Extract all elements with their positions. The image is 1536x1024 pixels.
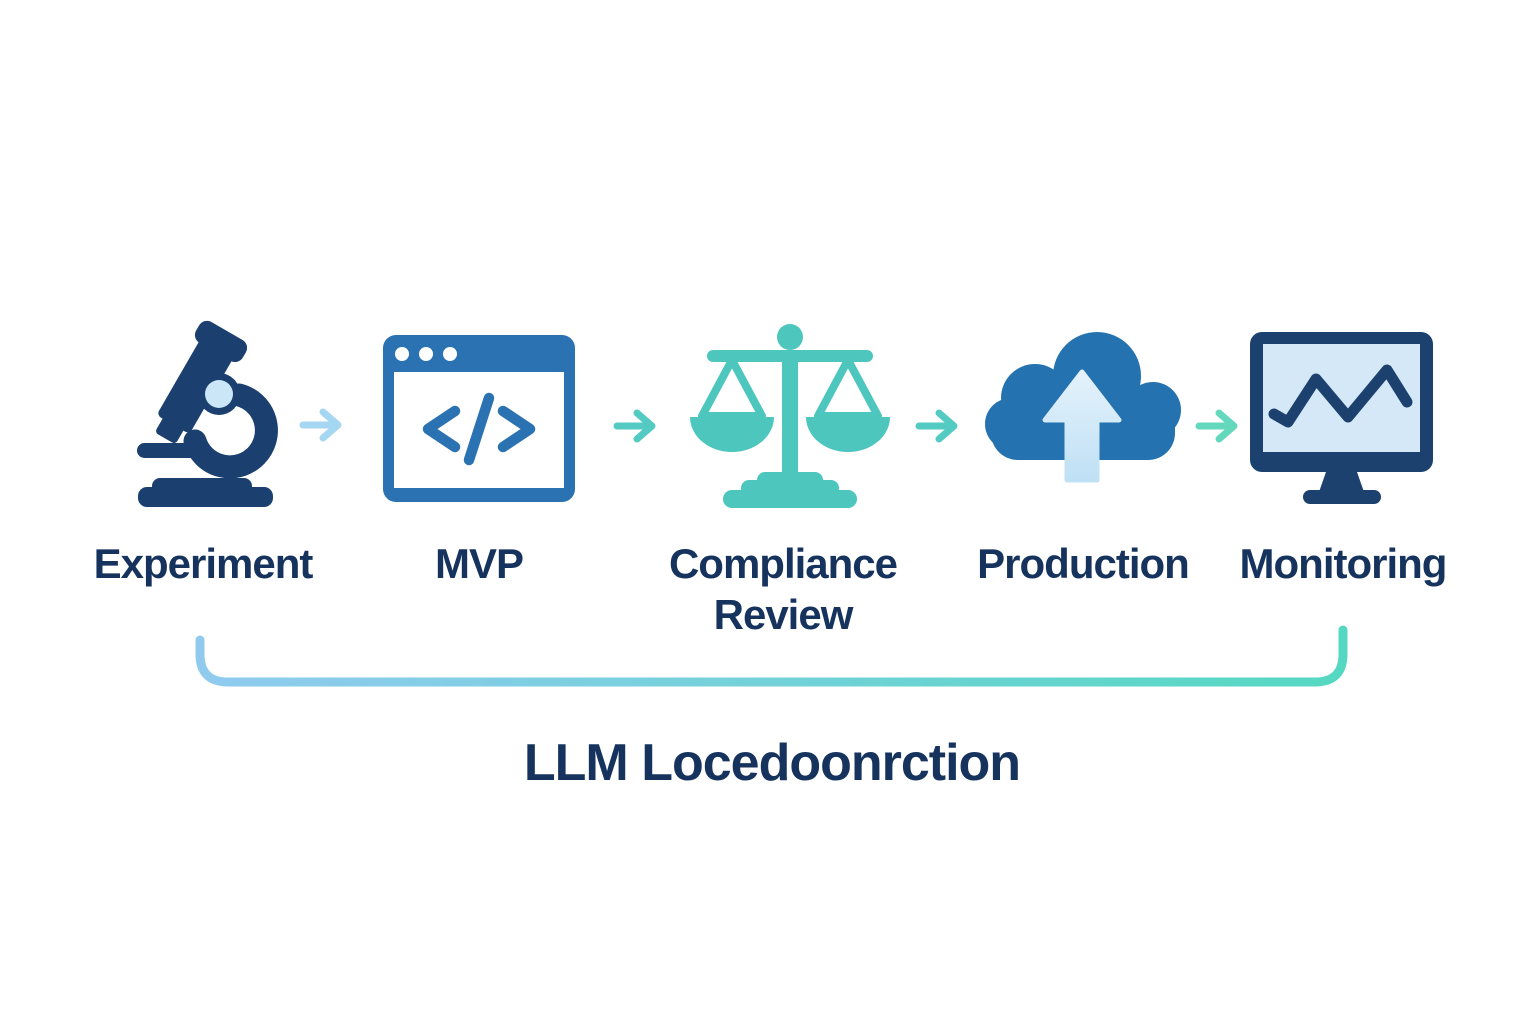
stage-label-mvp: MVP — [434, 540, 524, 587]
arrow-icon — [1195, 409, 1238, 443]
balance-scale-icon — [690, 324, 890, 508]
monitor-chart-icon — [1250, 332, 1433, 504]
arrow-icon — [613, 409, 656, 443]
stage-label-monitoring: Monitoring — [1239, 540, 1448, 587]
upload-arrow — [1042, 369, 1122, 483]
stage-label-production: Production — [977, 540, 1190, 587]
arrow-icon — [915, 409, 958, 443]
code-window-icon — [383, 335, 575, 502]
microscope-icon — [137, 320, 278, 507]
stage-label-experiment: Experiment — [93, 540, 314, 587]
bracket — [195, 625, 1348, 687]
stage-label-compliance-review: Compliance Review — [668, 540, 898, 639]
arrow-icon — [299, 408, 342, 442]
chart-line — [1268, 364, 1413, 428]
diagram-title: LLM Locedoonrction — [523, 734, 1021, 792]
cloud-upload-icon — [985, 332, 1181, 483]
microscope-lens — [205, 380, 233, 408]
